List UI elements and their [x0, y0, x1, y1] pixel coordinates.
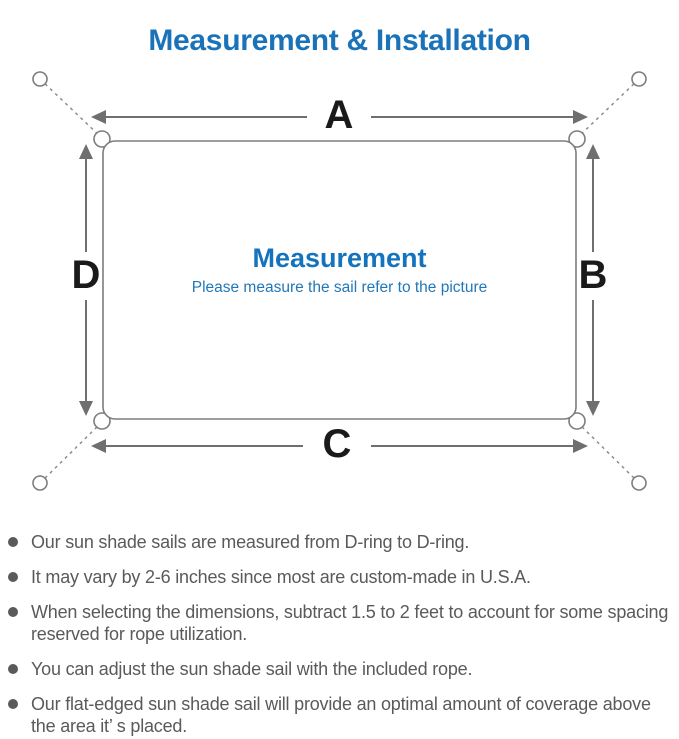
bullet-dot-icon — [8, 664, 18, 674]
anchor-ring-icon-bottom-right — [631, 475, 647, 491]
anchor-ring-icon-top-left — [32, 71, 48, 87]
rope-dashed-line-top-left — [39, 78, 105, 141]
sail-center-text: Measurement Please measure the sail refe… — [103, 243, 576, 298]
anchor-ring-icon-top-right — [631, 71, 647, 87]
bullet-dot-icon — [8, 699, 18, 709]
note-text: You can adjust the sun shade sail with t… — [31, 659, 473, 679]
note-text: Our flat-edged sun shade sail will provi… — [31, 694, 651, 736]
measurement-heading: Measurement — [252, 243, 427, 273]
note-text: It may vary by 2-6 inches since most are… — [31, 567, 531, 587]
d-ring-icon-bottom-right — [568, 412, 586, 430]
note-item: You can adjust the sun shade sail with t… — [8, 658, 675, 680]
page-title: Measurement & Installation — [148, 24, 531, 58]
rope-dashed-line-bottom-right — [574, 419, 640, 484]
dimension-label-a: A — [324, 93, 354, 138]
note-item: Our flat-edged sun shade sail will provi… — [8, 693, 675, 737]
d-ring-icon-bottom-left — [93, 412, 111, 430]
bullet-dot-icon — [8, 607, 18, 617]
dimension-label-d: D — [71, 253, 101, 298]
dimension-label-c: C — [322, 422, 352, 467]
d-ring-icon-top-left — [93, 130, 111, 148]
note-item: Our sun shade sails are measured from D-… — [8, 531, 675, 553]
dimension-label-b: B — [578, 253, 608, 298]
note-text: When selecting the dimensions, subtract … — [31, 602, 669, 644]
note-item: When selecting the dimensions, subtract … — [8, 601, 675, 645]
anchor-ring-icon-bottom-left — [32, 475, 48, 491]
rope-dashed-line-bottom-left — [39, 419, 105, 484]
d-ring-icon-top-right — [568, 130, 586, 148]
measurement-subheading: Please measure the sail refer to the pic… — [191, 279, 488, 296]
notes-list: Our sun shade sails are measured from D-… — [8, 531, 675, 739]
rope-dashed-line-top-right — [574, 78, 640, 141]
note-item: It may vary by 2-6 inches since most are… — [8, 566, 675, 588]
note-text: Our sun shade sails are measured from D-… — [31, 532, 470, 552]
bullet-dot-icon — [8, 537, 18, 547]
bullet-dot-icon — [8, 572, 18, 582]
